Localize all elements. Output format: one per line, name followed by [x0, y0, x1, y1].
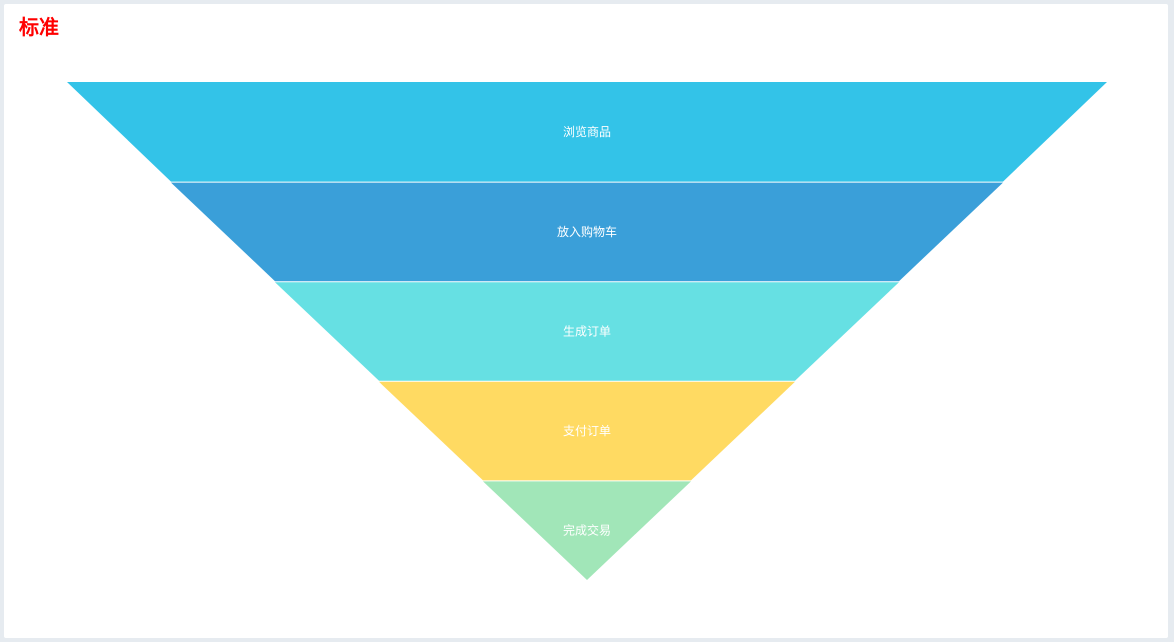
funnel-segment-2[interactable]: [171, 182, 1003, 282]
funnel-label-4: 支付订单: [563, 424, 611, 438]
funnel-label-2: 放入购物车: [557, 224, 617, 239]
funnel-label-1: 浏览商品: [563, 124, 611, 139]
funnel-label-3: 生成订单: [563, 325, 611, 339]
funnel-segment-1[interactable]: [67, 82, 1107, 182]
funnel-segment-4[interactable]: [379, 381, 795, 481]
funnel-segment-3[interactable]: [275, 282, 899, 381]
chart-title: 标准: [19, 15, 59, 39]
chart-panel: 标准 浏览商品放入购物车生成订单支付订单完成交易: [4, 4, 1168, 638]
funnel-label-5: 完成交易: [563, 523, 611, 538]
funnel-segment-5[interactable]: [483, 481, 691, 580]
